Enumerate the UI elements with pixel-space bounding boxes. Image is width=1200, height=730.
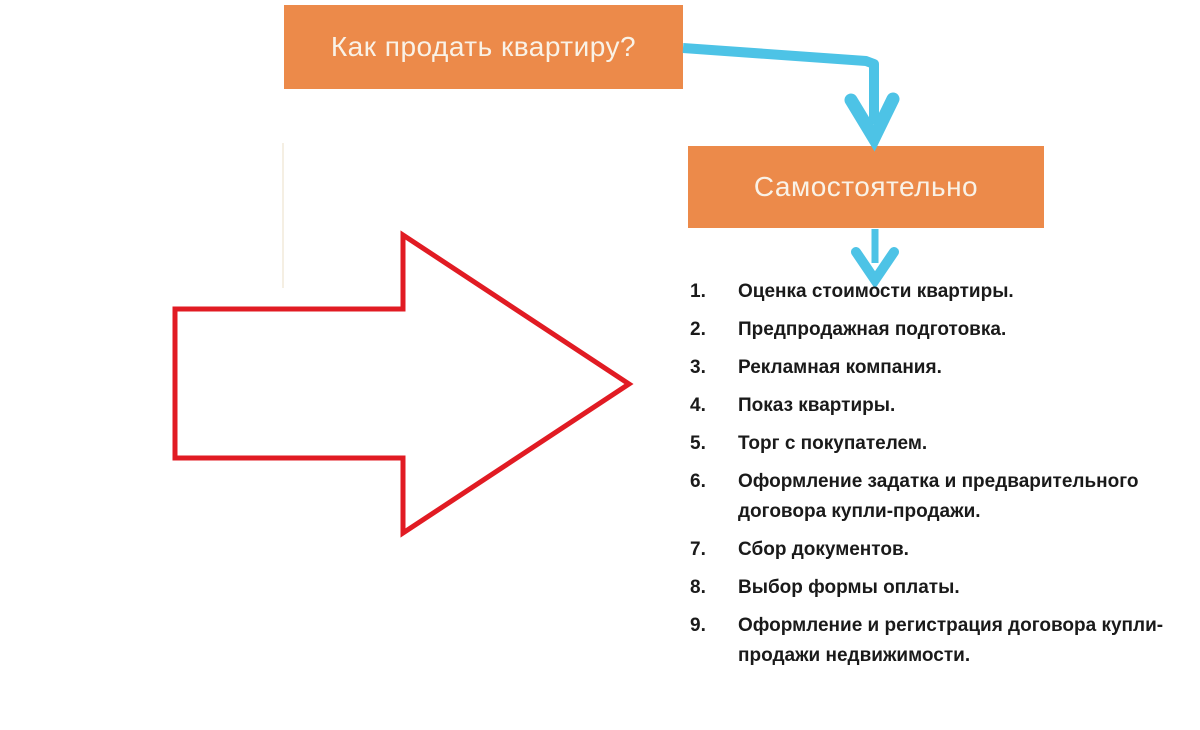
root-question-box: Как продать квартиру? [284,5,683,89]
root-question-label: Как продать квартиру? [330,31,637,62]
step-item: Оценка стоимости квартиры. [690,277,1014,307]
step-item: Предпродажная подготовка. [690,315,1007,345]
step-item: Рекламная компания. [690,353,942,383]
branch-box-independent: Самостоятельно [688,146,1044,228]
step-item: Оформление задатка и предварительного до… [690,467,1139,522]
faint-divider-line [282,143,284,288]
elbow-connector-down-arrow-icon [682,43,900,152]
step-item: Показ квартиры. [690,391,896,421]
step-item: Сбор документов. [690,535,909,565]
step-item: Торг с покупателем. [690,429,928,459]
right-block-arrow-icon [172,230,634,538]
step-item: Выбор формы оплаты. [690,573,960,603]
branch-box-label: Самостоятельно [753,171,979,202]
step-item: Оформление и регистрация договора купли-… [690,611,1164,666]
down-arrow-icon [851,229,899,289]
steps-list: Оценка стоимости квартиры. Предпродажная… [690,277,1190,679]
